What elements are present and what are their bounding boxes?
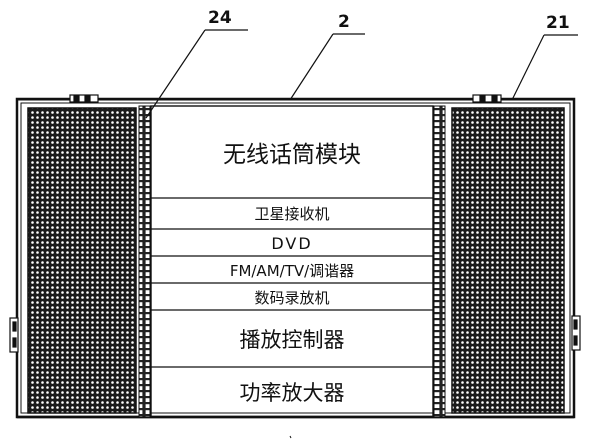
callout-label-24: 24 [208,8,232,28]
module-tuner: FM/AM/TV/调谐器 [229,262,355,280]
module-digital-recorder: 数码录放机 [254,288,330,307]
right-rail [433,105,446,418]
left-rail [138,105,151,418]
module-satellite-receiver: 卫星接收机 [254,205,330,223]
module-wireless-microphone: 无线话筒模块 [223,142,361,168]
callout-label-2: 2 [338,12,350,32]
bottom-tick-mark [289,435,292,439]
module-stack [150,105,434,418]
callout-label-21: 21 [546,13,570,33]
leader-lines [145,29,578,119]
side-brackets [9,315,581,353]
module-dvd: DVD [271,233,313,253]
top-clips [69,94,502,103]
right-speaker [451,107,565,414]
module-power-amplifier: 功率放大器 [239,381,345,405]
module-playback-controller: 播放控制器 [239,328,345,352]
left-speaker [27,107,137,414]
